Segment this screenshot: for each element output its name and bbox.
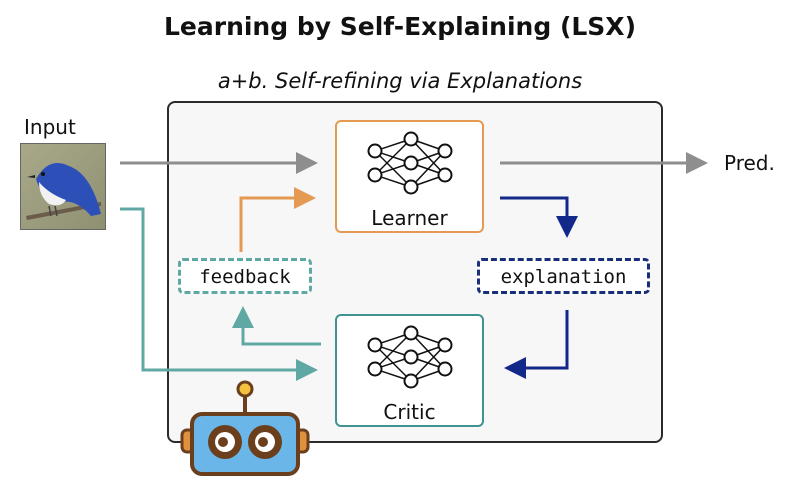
diagram-title: Learning by Self-Explaining (LSX) xyxy=(163,12,637,41)
robot-icon xyxy=(180,380,310,476)
critic-box: Critic xyxy=(335,314,484,427)
neural-network-icon xyxy=(367,131,453,195)
explanation-tag: explanation xyxy=(477,258,650,294)
feedback-tag: feedback xyxy=(178,258,312,294)
explanation-to-critic-arrow xyxy=(524,310,569,370)
feedback-to-learner-arrow xyxy=(239,196,296,252)
learner-box: Learner xyxy=(335,120,484,233)
diagram-subtitle: a+b. Self-refining via Explanations xyxy=(217,69,583,93)
neural-network-icon xyxy=(367,325,453,389)
input-label: Input xyxy=(24,115,76,139)
input-to-critic-arrow xyxy=(120,207,298,372)
learner-to-explanation-arrow xyxy=(500,196,569,218)
prediction-label: Pred. xyxy=(724,151,775,175)
learner-label: Learner xyxy=(371,206,448,230)
critic-to-feedback-arrow xyxy=(241,326,321,346)
critic-label: Critic xyxy=(383,400,436,424)
bird-image xyxy=(20,143,106,230)
